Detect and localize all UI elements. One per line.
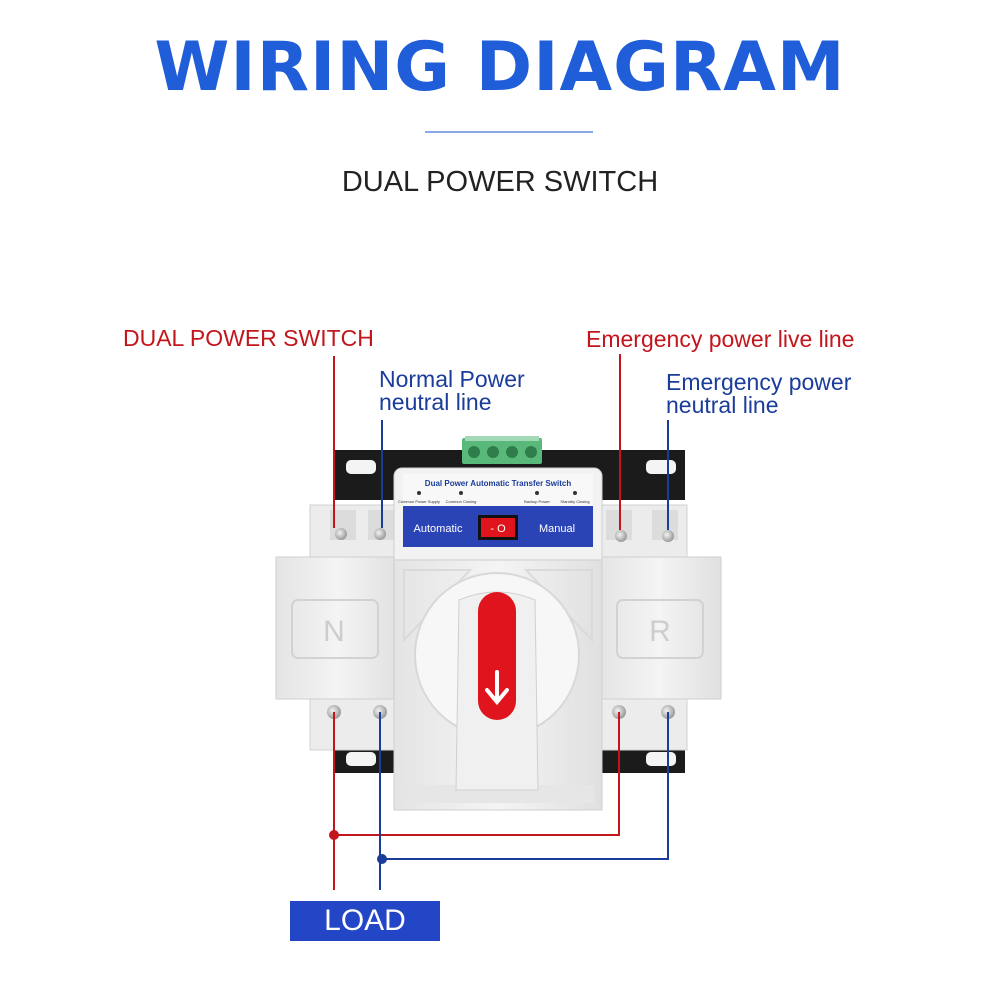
live-wires — [333, 354, 621, 890]
rocker-switch[interactable]: - O — [490, 523, 506, 535]
indicator-common-power: Common Power Supply — [398, 499, 440, 504]
side-label-r: R — [649, 615, 671, 648]
panel-title: Dual Power Automatic Transfer Switch — [425, 479, 572, 488]
side-label-n: N — [323, 615, 345, 648]
label-emergency-live: Emergency power live line — [586, 326, 855, 352]
indicator-backup-power: Backup Power — [524, 499, 550, 504]
front-label-panel — [403, 474, 593, 547]
indicator-common-closing: Common Closing — [446, 499, 477, 504]
neutral-junction — [377, 854, 387, 864]
label-normal-power-line2: neutral line — [379, 389, 492, 415]
label-emergency-neutral-line2: neutral line — [666, 392, 779, 418]
control-terminal-block — [462, 436, 542, 464]
rotary-handle[interactable] — [414, 572, 580, 791]
mode-automatic-label: Automatic — [414, 523, 463, 535]
live-junction — [329, 830, 339, 840]
mode-manual-label: Manual — [539, 523, 575, 535]
load-label: LOAD — [290, 901, 440, 941]
label-dual-power-switch: DUAL POWER SWITCH — [123, 325, 374, 351]
left-side-module — [275, 556, 401, 700]
page-subtitle: DUAL POWER SWITCH — [341, 166, 659, 198]
right-side-module — [596, 556, 722, 700]
page-title: WIRING DIAGRAM — [154, 28, 846, 107]
indicator-standby-closing: Standby Closing — [560, 499, 589, 504]
title-divider — [425, 131, 593, 133]
label-emergency-neutral-line1: Emergency power — [666, 369, 852, 395]
label-normal-power-line1: Normal Power — [379, 366, 525, 392]
